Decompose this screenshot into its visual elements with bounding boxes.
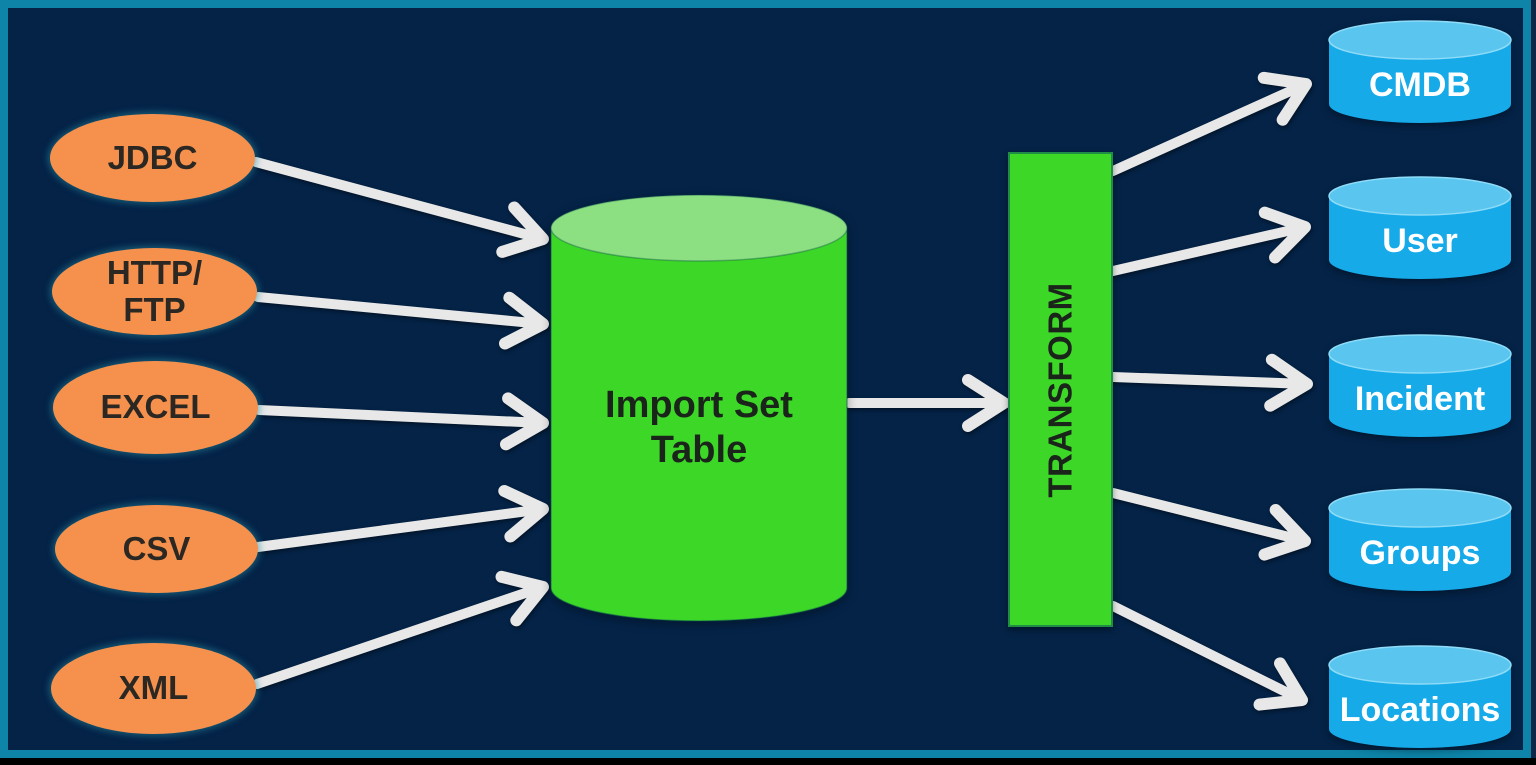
groups-cylinder-shape [1328,488,1512,591]
user-cylinder-body [1329,196,1511,279]
source-node-csv: CSV [55,505,258,593]
import-set-cylinder-body [550,227,848,622]
source-label-httpftp: HTTP/ FTP [106,253,203,328]
groups-cylinder-top [1328,488,1512,528]
cmdb-cylinder-shape [1328,20,1512,123]
source-node-excel: EXCEL [53,361,258,454]
source-node-xml: XML [51,643,256,734]
source-node-jdbc: JDBC [50,114,255,202]
target-label-user: User [1382,222,1458,260]
locations-cylinder-body [1329,665,1511,748]
cmdb-cylinder-body [1329,40,1511,123]
transform-label: TRANSFORM [1041,281,1079,498]
incident-cylinder-shape [1328,334,1512,437]
import-set-cylinder-shape [550,194,848,622]
locations-cylinder-top [1328,645,1512,685]
import-set-table-label: Import Set Table [605,384,793,471]
target-node-incident: Incident [1327,334,1513,437]
target-label-groups: Groups [1359,534,1481,572]
source-label-xml: XML [118,669,189,707]
frame-right-margin [1531,0,1536,758]
target-label-locations: Locations [1339,691,1501,729]
target-node-user: User [1327,176,1513,279]
groups-cylinder-body [1329,508,1511,591]
import-set-cylinder-top [550,194,848,262]
target-label-incident: Incident [1354,380,1486,418]
locations-cylinder-shape [1328,645,1512,748]
target-node-locations: Locations [1327,645,1513,748]
source-label-excel: EXCEL [100,388,211,426]
source-node-httpftp: HTTP/ FTP [52,248,257,335]
cmdb-cylinder-top [1328,20,1512,60]
user-cylinder-top [1328,176,1512,216]
source-label-csv: CSV [122,529,191,567]
incident-cylinder-top [1328,334,1512,374]
transform-node: TRANSFORM [1008,152,1113,627]
user-cylinder-shape [1328,176,1512,279]
target-label-cmdb: CMDB [1369,66,1471,104]
import-set-table-cylinder: Import Set Table [549,193,849,623]
incident-cylinder-body [1329,354,1511,437]
target-node-cmdb: CMDB [1327,20,1513,123]
target-node-groups: Groups [1327,488,1513,591]
source-label-jdbc: JDBC [107,138,198,176]
